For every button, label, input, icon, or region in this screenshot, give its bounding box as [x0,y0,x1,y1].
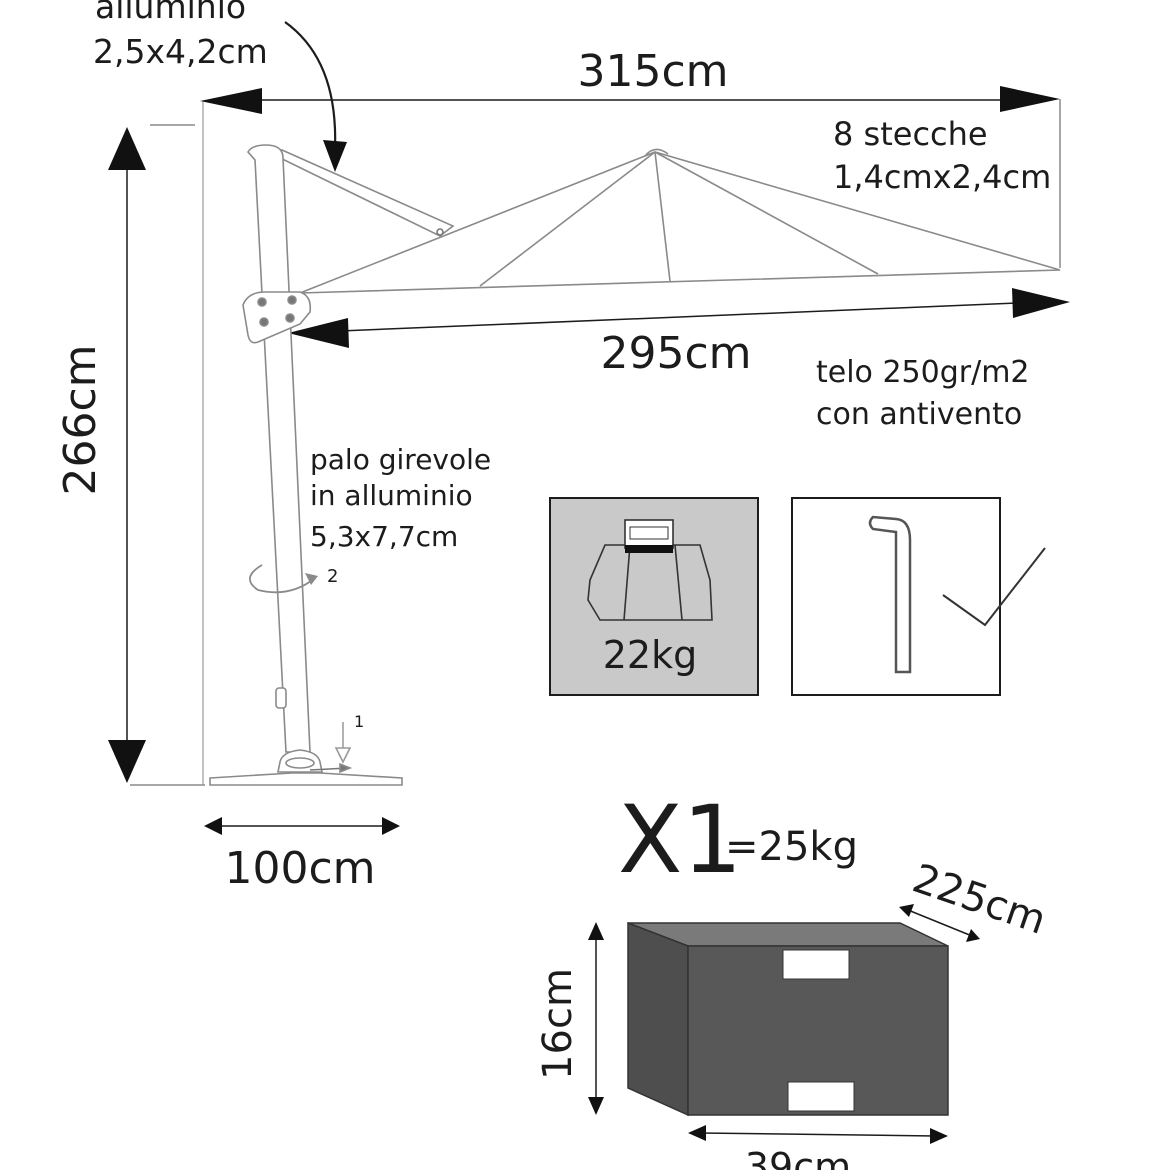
pole-label-line3: 5,3x7,7cm [310,520,458,553]
lock-step-label: 1 [354,712,364,731]
arm-width-arrow-left [288,318,349,348]
package-box [627,921,949,1117]
base-weight-icon [587,544,713,621]
base-width-label: 100cm [224,843,375,894]
height-arrow-bottom [108,740,146,783]
top-width-arrow-left [200,88,262,114]
package-height-dimension: 16cm [535,922,604,1115]
base-weight-label: 22kg [603,633,697,677]
package-height-label: 16cm [535,968,581,1080]
base-weight-panel: 22kg [549,497,759,696]
height-dimension: 266cm [55,124,205,786]
height-arrow-top [108,127,146,170]
fabric-label-line2: con antivento [816,397,1022,432]
rotate-icon [249,564,316,594]
pole-annotation: palo girevole in alluminio 5,3x7,7cm 2 [249,443,491,594]
arm-width-arrow-right [1012,288,1070,318]
top-width-arrow-right [1000,86,1060,112]
pivot-joint [242,291,312,344]
package-weight-label: =25kg [725,824,858,870]
base-width-dimension: 100cm [204,817,400,894]
package-handle-bottom [787,1081,855,1112]
top-width-dimension: 315cm [200,46,1061,785]
fabric-label-line1: telo 250gr/m2 [816,355,1030,390]
pole-label-line1: palo girevole [310,443,491,476]
checkmark-icon [942,547,1046,627]
arm-width-dimension: 295cm [288,288,1070,379]
height-label: 266cm [55,344,106,495]
package-side-face [627,921,689,1117]
allen-key-icon [868,515,912,674]
package-length-label: 225cm [907,856,1052,944]
ribs-label-line1: 8 stecche [833,115,988,153]
top-width-label: 315cm [577,46,728,97]
lock-arrow-icon [334,747,352,764]
package-width-label: 39cm [745,1145,851,1170]
top-arm-partial-label: alluminio [95,0,246,26]
included-tool-panel [791,497,1046,696]
top-arm-size-label: 2,5x4,2cm [93,32,268,71]
umbrella-base: 1 [209,712,403,786]
umbrella-pole [247,144,311,753]
package-handle-top [782,949,850,980]
rotate-step-label: 2 [327,566,338,587]
package-width-dimension: 39cm [688,1125,948,1170]
pole-label-line2: in alluminio [310,479,473,512]
arm-width-label: 295cm [600,328,751,379]
package-info: X1 =25kg 225cm [618,786,1052,944]
ribs-label-line2: 1,4cmx2,4cm [833,158,1051,196]
umbrella-canopy [267,148,1061,294]
top-arm-pointer-arrow [323,140,347,172]
top-arm-annotation: alluminio 2,5x4,2cm [93,0,347,172]
quantity-label: X1 [618,786,742,895]
